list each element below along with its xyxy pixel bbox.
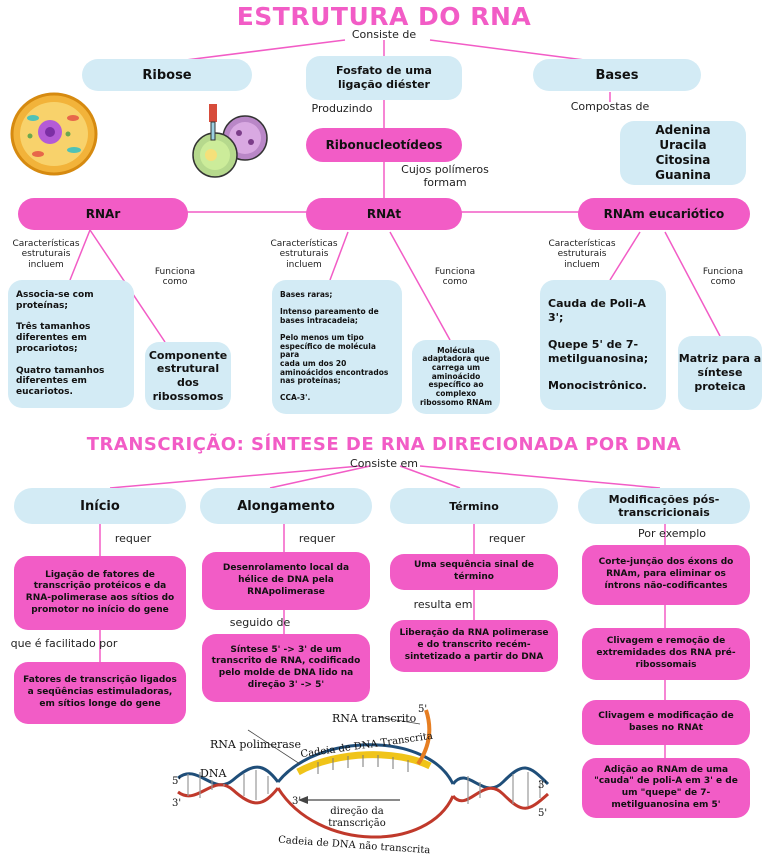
modificacoes-box: Modificações pós- transcricionais [578,488,750,524]
ribose-box: Ribose [82,59,252,91]
label-dna-3prime-right: 3' [538,780,548,791]
label-direcao-transcricao: direção da transcrição [328,806,386,829]
title-rna-structure: ESTRUTURA DO RNA [236,2,532,31]
rnar-function-box: Componente estrutural dos ribossomos [145,342,231,410]
label-produzindo: Produzindo [311,102,373,115]
petri-dish-illustration [192,104,268,178]
rnam-features-box: Cauda de Poli-A 3'; Quepe 5' de 7- metil… [540,280,666,410]
label-rnar-funciona: Funciona como [154,267,196,288]
inicio-fatores-box: Fatores de transcrição ligados a seqüênc… [14,662,186,724]
label-rnar-caracteristicas: Características estruturais incluem [12,239,80,270]
label-inicio-requer: requer [114,532,152,545]
label-termino-requer: requer [488,532,526,545]
inicio-requer-box: Ligação de fatores de transcrição protéi… [14,556,186,630]
inicio-box: Início [14,488,186,524]
ribonucleotideos-box: Ribonucleotídeos [306,128,462,162]
termino-resultado-box: Liberação da RNA polimerase e do transcr… [390,620,558,672]
along-sintese-box: Síntese 5' -> 3' de um transcrito de RNA… [202,634,370,702]
label-consiste-de: Consiste de [351,28,417,41]
bases-box: Bases [533,59,701,91]
label-rna-polimerase: RNA polimerase [210,738,301,751]
rnat-features-box: Bases raras; Intenso pareamento de bases… [272,280,402,414]
rnat-box: RNAt [306,198,462,230]
label-rnat-funciona: Funciona como [434,267,476,288]
label-rnat-caracteristicas: Características estruturais incluem [270,239,338,270]
cell-illustration [10,92,98,176]
label-rna-transcrito-5prime: 5' [418,704,428,715]
label-por-exemplo: Por exemplo [638,527,706,540]
mod-corte-juncao-box: Corte-junção dos éxons do RNAm, para eli… [582,545,750,605]
label-rnam-caracteristicas: Características estruturais incluem [548,239,616,270]
alongamento-box: Alongamento [200,488,372,524]
label-along-requer: requer [298,532,336,545]
label-cujos-polimeros: Cujos polímeros formam [401,163,489,189]
termino-requer-box: Uma sequência sinal de término [390,554,558,590]
label-consiste-em: Consiste em [350,457,418,470]
label-dna-5prime-left: 5' [172,776,182,787]
dna-transcription-illustration [177,709,550,839]
label-compostas-de: Compostas de [570,100,650,113]
rnar-features-box: Associa-se com proteínas; Três tamanhos … [8,280,134,408]
rnam-box: RNAm eucariótico [578,198,750,230]
label-dna-3prime-left: 3' [172,798,182,809]
rnam-function-box: Matriz para a síntese proteica [678,336,762,410]
along-requer-box: Desenrolamento local da hélice de DNA pe… [202,552,370,610]
fosfato-box: Fosfato de uma ligação diéster [306,56,462,100]
rnar-box: RNAr [18,198,188,230]
rnat-function-box: Molécula adaptadora que carrega um amino… [412,340,500,414]
label-rnam-funciona: Funciona como [702,267,744,288]
label-resulta-em: resulta em [413,598,473,611]
mod-adicao-cauda-box: Adição ao RNAm de uma "cauda" de poli-A … [582,758,750,818]
label-facilitado-por: que é facilitado por [10,637,118,650]
label-seguido-de: seguido de [229,616,291,629]
label-rna-transcrito: RNA transcrito [332,712,417,725]
mod-clivagem-pre-ribossomais-box: Clivagem e remoção de extremidades dos R… [582,628,750,680]
title-transcricao: TRANSCRIÇÃO: SÍNTESE DE RNA DIRECIONADA … [86,434,682,455]
label-dna-5prime-right: 5' [538,808,548,819]
label-dna: DNA [200,767,227,780]
termino-box: Término [390,488,558,524]
label-transcript-3prime: 3' [292,796,302,807]
bases-list-box: Adenina Uracila Citosina Guanina [620,121,746,185]
mod-clivagem-rnat-box: Clivagem e modificação de bases no RNAt [582,700,750,745]
